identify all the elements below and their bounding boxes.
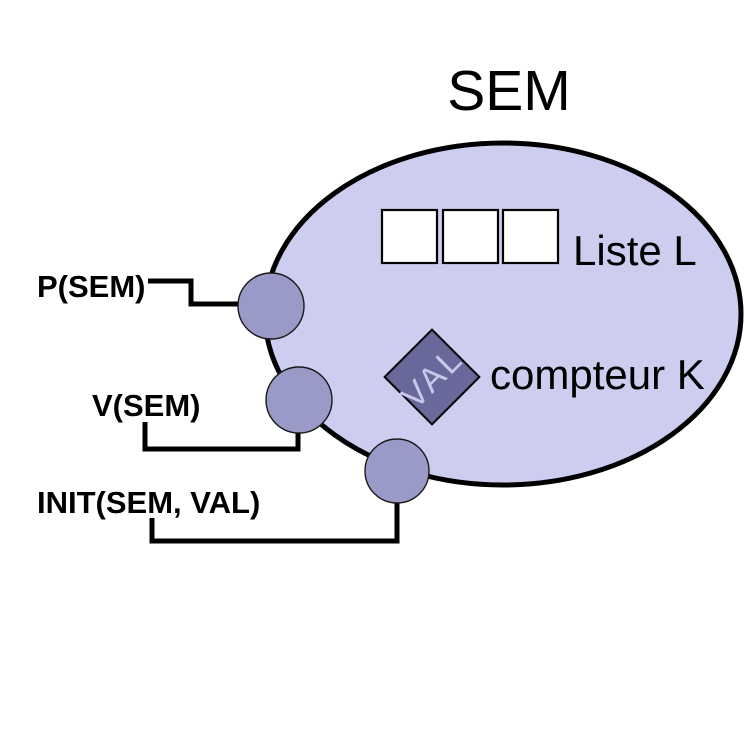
counter-diamond [383,328,481,426]
list-cell [380,208,439,265]
op-label-v-sem: V(SEM) [92,388,201,423]
list-cell [501,208,560,265]
op-label-init-sem: INIT(SEM, VAL) [37,485,260,520]
list-cell [441,208,500,265]
op-label-p-sem: P(SEM) [37,269,146,304]
diagram-title: SEM [447,59,571,123]
connector-p-sem [148,278,240,307]
port-v-sem [265,366,333,434]
semaphore-ellipse [262,140,744,488]
port-p-sem [237,272,305,340]
port-init-sem [364,438,430,504]
compteur-label: compteur K [490,351,705,398]
liste-label: Liste L [573,227,697,274]
connector-init-sem [149,502,400,544]
connector-v-sem [142,422,301,452]
